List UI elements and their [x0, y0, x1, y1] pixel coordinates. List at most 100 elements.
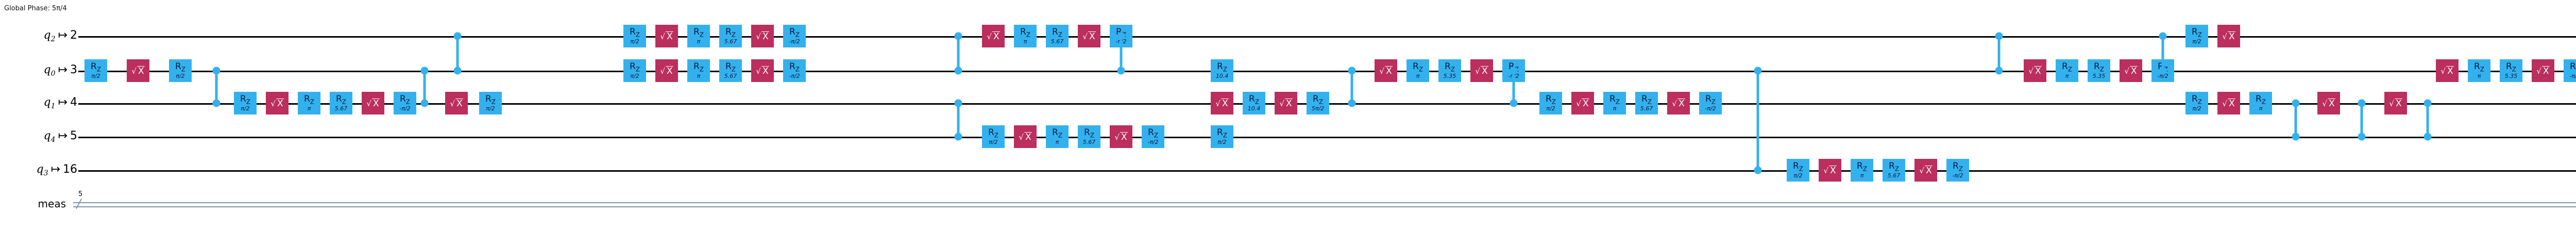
cz-control-dot[interactable] [1348, 99, 1356, 107]
gate-sqrt-x[interactable]: √X [2317, 92, 2340, 114]
gate-sqrt-x[interactable]: √X [2436, 59, 2459, 82]
cz-control-dot[interactable] [2292, 99, 2300, 107]
cz-control-dot[interactable] [1510, 67, 1518, 75]
gate-rz[interactable]: RZ-π/2 [1699, 92, 1722, 114]
gate-sqrt-x[interactable]: √X [1375, 59, 1397, 82]
cz-control-dot[interactable] [420, 99, 429, 107]
gate-sqrt-x[interactable]: √X [655, 59, 678, 82]
cz-control-dot[interactable] [1348, 67, 1356, 75]
cz-control-dot[interactable] [212, 99, 221, 107]
cz-control-dot[interactable] [1510, 99, 1518, 107]
gate-sqrt-x[interactable]: √X [2532, 59, 2554, 82]
gate-sqrt-x[interactable]: √X [2217, 92, 2240, 114]
gate-sqrt-x[interactable]: √X [1571, 92, 1594, 114]
gate-sqrt-x[interactable]: √X [2217, 25, 2240, 47]
gate-sqrt-x[interactable]: √X [1275, 92, 1297, 114]
cz-control-dot[interactable] [954, 67, 962, 75]
gate-rz[interactable]: RZ-π/2 [783, 25, 806, 47]
gate-sqrt-x[interactable]: √X [1014, 125, 1037, 148]
gate-sqrt-x[interactable]: √X [1078, 25, 1100, 47]
gate-rz[interactable]: RZ-π/2 [1946, 159, 1969, 182]
gate-rz[interactable]: RZ-π/2 [2564, 59, 2576, 82]
cz-control-dot[interactable] [954, 32, 962, 40]
gate-sqrt-x[interactable]: √X [1819, 159, 1841, 182]
cz-control-dot[interactable] [2159, 32, 2167, 40]
gate-rz[interactable]: RZ-π/2 [783, 59, 806, 82]
cz-control-dot[interactable] [2159, 67, 2167, 75]
gate-sqrt-x[interactable]: √X [2384, 92, 2407, 114]
gate-sqrt-x[interactable]: √X [2024, 59, 2046, 82]
cz-control-dot[interactable] [1995, 67, 2003, 75]
cz-control-dot[interactable] [2358, 133, 2366, 141]
gate-sqrt-x[interactable]: √X [1914, 159, 1937, 182]
cz-control-dot[interactable] [954, 99, 962, 107]
gate-sqrt-x[interactable]: √X [1211, 92, 1233, 114]
cz-control-dot[interactable] [1117, 32, 1125, 40]
cz-control-dot[interactable] [1995, 32, 2003, 40]
gate-rz[interactable]: RZ-π/2 [394, 92, 416, 114]
gate-sqrt-x[interactable]: √X [266, 92, 289, 114]
gate-sqrt-x[interactable]: √X [1667, 92, 1690, 114]
cz-control-dot[interactable] [1754, 166, 1762, 174]
gate-sqrt-x[interactable]: √X [1470, 59, 1493, 82]
gate-sqrt-x[interactable]: √X [751, 25, 774, 47]
cz-control-dot[interactable] [1754, 67, 1762, 75]
cz-control-dot[interactable] [453, 67, 462, 75]
cz-control-dot[interactable] [2292, 133, 2300, 141]
cz-control-dot[interactable] [420, 67, 429, 75]
cz-control-dot[interactable] [2424, 133, 2432, 141]
gate-sqrt-x[interactable]: √X [751, 59, 774, 82]
cz-control-dot[interactable] [954, 133, 962, 141]
gate-sqrt-x[interactable]: √X [655, 25, 678, 47]
gate-sqrt-x[interactable]: √X [445, 92, 468, 114]
cz-control-dot[interactable] [1117, 67, 1125, 75]
cz-control-dot[interactable] [212, 67, 221, 75]
gate-sqrt-x[interactable]: √X [2120, 59, 2142, 82]
gate-sqrt-x[interactable]: √X [362, 92, 384, 114]
gate-parameter: π/2 [2192, 105, 2201, 112]
cz-control-dot[interactable] [453, 32, 462, 40]
gate-sqrt-x[interactable]: √X [127, 59, 149, 82]
gate-rz[interactable]: RZ-π/2 [1142, 125, 1164, 148]
gate-sqrt-x[interactable]: √X [982, 25, 1005, 47]
cz-control-dot[interactable] [2358, 99, 2366, 107]
gate-sqrt-x[interactable]: √X [1110, 125, 1132, 148]
cz-control-dot[interactable] [2424, 99, 2432, 107]
